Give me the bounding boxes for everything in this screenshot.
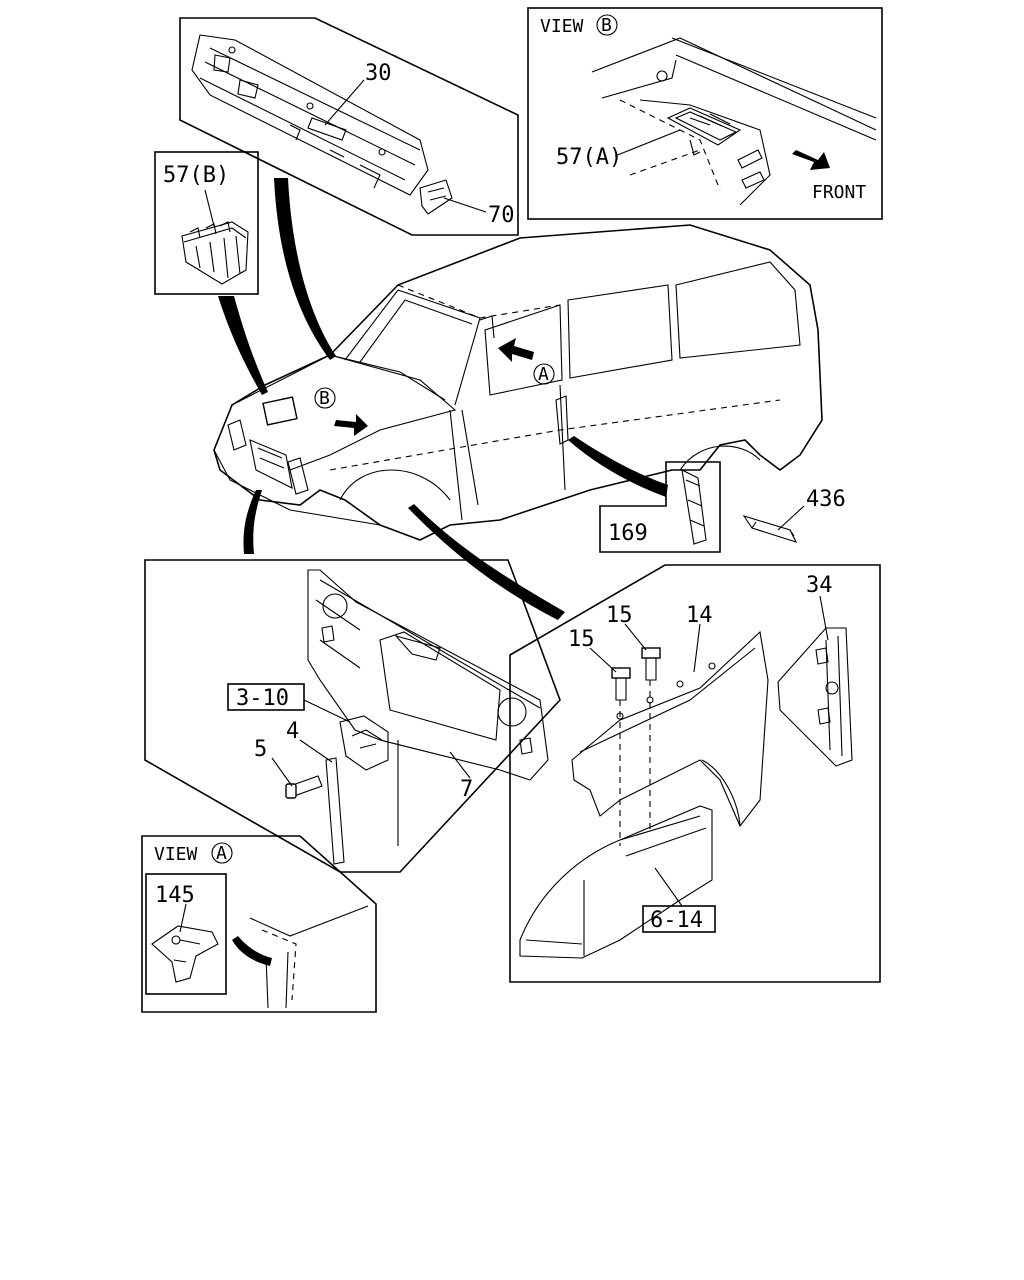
vehicle-outline: B A <box>213 224 823 541</box>
part-label-169: 169 <box>608 521 648 546</box>
part-label-70: 70 <box>488 203 515 228</box>
view-b-circle <box>596 14 618 36</box>
part-label-3-10: 3-10 <box>236 686 289 711</box>
callout-a-letter: A <box>538 364 549 385</box>
view-a-arrow-icon <box>498 338 534 362</box>
fender-group: 15 15 14 34 6-14 <box>509 564 881 983</box>
view-a-title: VIEW <box>154 844 198 865</box>
part-label-57a: 57(A) <box>556 145 622 170</box>
part-label-6-14: 6-14 <box>650 908 703 933</box>
view-b-group: VIEW B 57(A) FRONT <box>527 7 883 220</box>
callout-b-circle <box>314 387 336 409</box>
part-label-57b: 57(B) <box>163 163 229 188</box>
part-label-436: 436 <box>806 487 846 512</box>
callout-a-circle <box>533 363 555 385</box>
part-label-4: 4 <box>286 719 299 744</box>
cowl-panel-group: 30 70 <box>179 17 519 236</box>
view-a-letter: A <box>216 843 227 864</box>
part-label-14: 14 <box>686 603 713 628</box>
view-b-letter: B <box>601 15 612 36</box>
part-label-7: 7 <box>460 777 473 802</box>
view-a-circle <box>211 842 233 864</box>
front-arrow-icon <box>792 150 830 170</box>
view-b-front-label: FRONT <box>812 182 866 203</box>
connector-curves <box>218 178 668 966</box>
part-label-15-b: 15 <box>606 603 633 628</box>
part-57b-group: 57(B) <box>154 151 259 295</box>
view-b-arrow-icon <box>334 414 368 436</box>
part-label-15-a: 15 <box>568 627 595 652</box>
part-169-group: 169 <box>599 461 721 553</box>
part-label-145: 145 <box>155 883 195 908</box>
part-label-30: 30 <box>365 61 392 86</box>
callout-b-letter: B <box>319 388 330 409</box>
radiator-support-group: 3-10 4 5 7 <box>144 559 561 873</box>
part-label-5: 5 <box>254 737 267 762</box>
part-label-34: 34 <box>806 573 833 598</box>
view-a-group: VIEW A 145 <box>141 835 377 1013</box>
view-b-title: VIEW <box>540 16 584 37</box>
part-436-group: 436 <box>742 487 846 543</box>
